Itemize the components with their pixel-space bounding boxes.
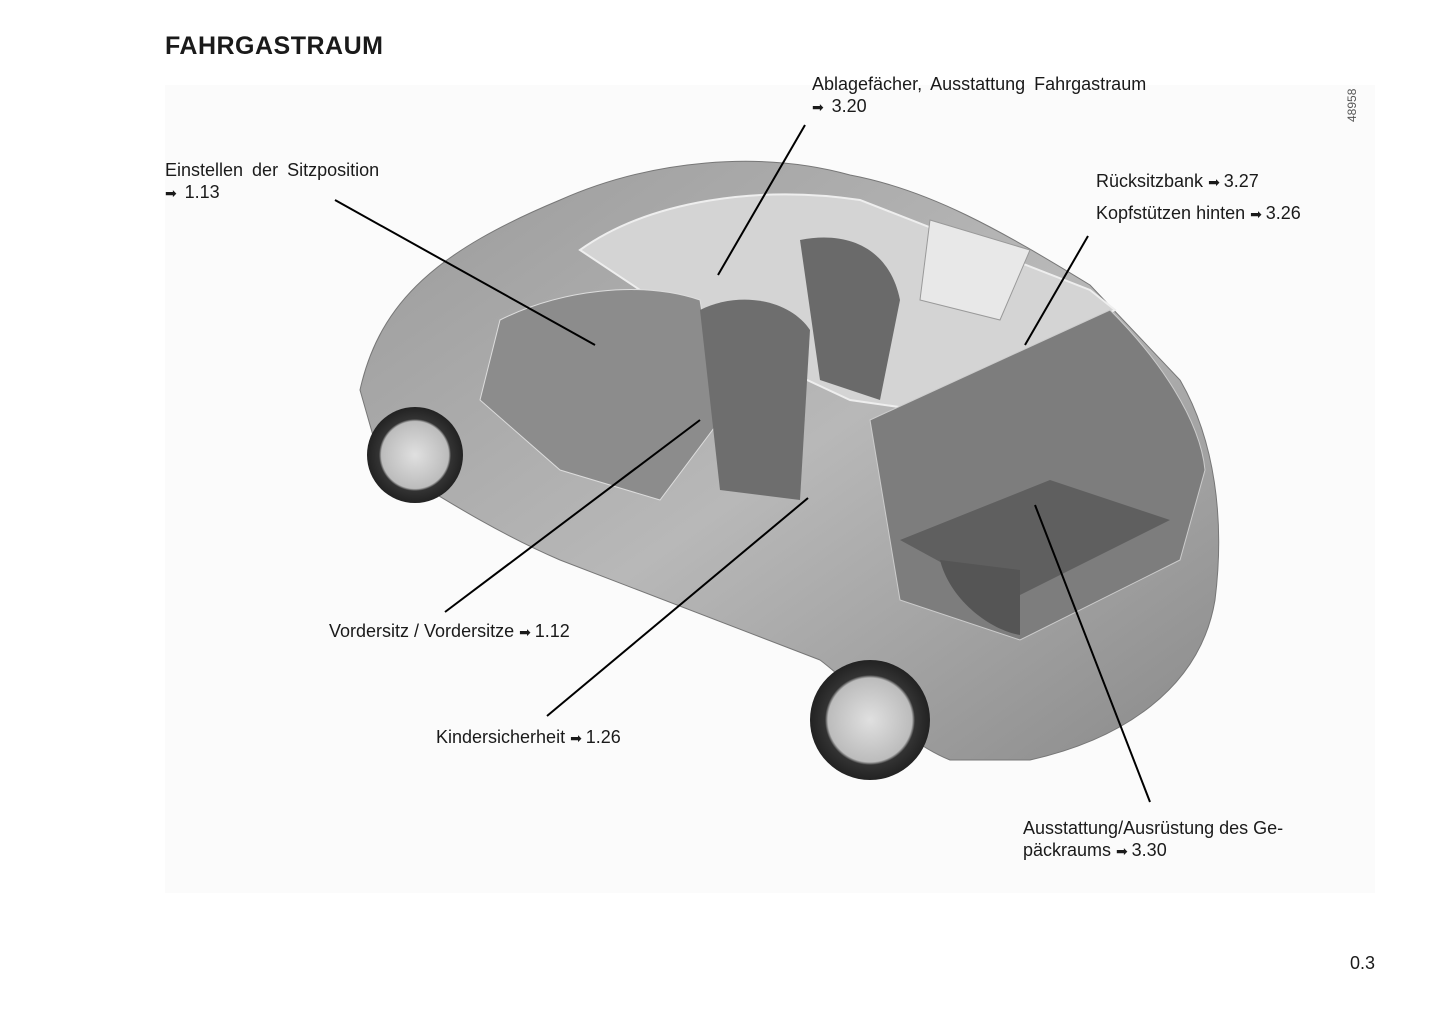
page-title: FAHRGASTRAUM <box>165 32 384 60</box>
callout-ref: 3.30 <box>1116 840 1167 860</box>
leader-line-ablage <box>717 124 806 276</box>
callout-label: Ablagefächer, Ausstattung Fahrgastraum <box>812 74 1147 94</box>
callout-gepaeckraum: Ausstattung/Ausrüstung des Ge-päckraums … <box>1023 817 1323 862</box>
rear-wheel <box>810 660 930 780</box>
callout-ablagefaecher: Ablagefächer, Ausstattung Fahrgastraum 3… <box>812 73 1146 118</box>
callout-ruecksitzbank: Rücksitzbank 3.27 <box>1096 170 1259 193</box>
callout-ref: 1.12 <box>519 621 570 641</box>
leader-line-sitzposition <box>334 199 596 346</box>
callout-label: Einstellen der Sitzposition <box>165 160 380 180</box>
callout-label: Ausstattung/Ausrüstung des Ge-päckraums <box>1023 818 1284 860</box>
leader-line-gepaeck <box>1034 504 1151 803</box>
callout-kopfstuetzen: Kopfstützen hinten 3.26 <box>1096 202 1301 225</box>
callout-label: Vordersitz / Vordersitze <box>329 621 515 641</box>
callout-ref: 3.26 <box>1250 203 1301 223</box>
callout-ref: 1.13 <box>165 181 379 204</box>
callout-sitzposition: Einstellen der Sitzposition 1.13 <box>165 159 379 204</box>
figure-number: 48958 <box>1345 88 1359 122</box>
car-body <box>359 160 1220 761</box>
callout-vordersitz: Vordersitz / Vordersitze 1.12 <box>329 620 570 643</box>
callout-label: Kindersicherheit <box>436 727 566 747</box>
callout-ref: 3.27 <box>1208 171 1259 191</box>
callout-label: Rücksitzbank <box>1096 171 1204 191</box>
leader-line-kindersicherheit <box>546 497 809 717</box>
callout-label: Kopfstützen hinten <box>1096 203 1246 223</box>
leader-line-ruecksitz <box>1024 235 1089 346</box>
callout-ref: 1.26 <box>570 727 621 747</box>
callout-kindersicherheit: Kindersicherheit 1.26 <box>436 726 621 749</box>
leader-lines <box>334 124 1151 803</box>
callout-ref: 3.20 <box>812 95 1146 118</box>
leader-line-vordersitz <box>444 419 701 613</box>
page-number: 0.3 <box>1350 953 1376 973</box>
front-wheel <box>367 407 463 503</box>
